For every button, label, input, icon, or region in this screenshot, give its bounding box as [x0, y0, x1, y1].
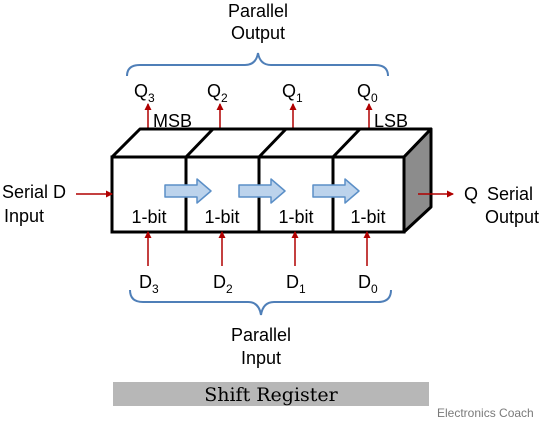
watermark: Electronics Coach — [437, 406, 534, 420]
serial-output-label-line1: Serial — [487, 184, 533, 204]
parallel-output-brace — [126, 52, 389, 77]
top-divider-1 — [184, 127, 215, 159]
shift-arrow-2 — [238, 178, 286, 204]
top-divider-2 — [257, 127, 288, 159]
svg-text:D3: D3 — [139, 272, 159, 296]
svg-text:Q1: Q1 — [282, 81, 303, 105]
svg-text:D1: D1 — [286, 272, 306, 296]
svg-text:Q2: Q2 — [207, 81, 228, 105]
cell-label-2: 1-bit — [204, 207, 239, 227]
output-label-q3: Q3 — [134, 81, 155, 105]
svg-text:D2: D2 — [213, 272, 233, 296]
cell-label-0: 1-bit — [350, 207, 385, 227]
output-label-q2: Q2 — [207, 81, 228, 105]
top-divider-3 — [331, 127, 362, 159]
input-label-d2: D2 — [213, 272, 233, 296]
parallel-input-label-line2: Input — [241, 348, 281, 368]
svg-text:Q3: Q3 — [134, 81, 155, 105]
input-label-d3: D3 — [139, 272, 159, 296]
msb-label: MSB — [153, 111, 192, 131]
parallel-input-label-line1: Parallel — [231, 325, 291, 345]
cell-label-1: 1-bit — [278, 207, 313, 227]
output-label-q1: Q1 — [282, 81, 303, 105]
parallel-output-label-line1: Parallel — [228, 1, 288, 21]
input-label-d0: D0 — [358, 272, 378, 296]
shift-arrow-3 — [312, 178, 360, 204]
parallel-input-brace — [129, 289, 392, 316]
cell-label-3: 1-bit — [131, 207, 166, 227]
lsb-label: LSB — [374, 111, 408, 131]
diagram-title: Shift Register — [204, 384, 338, 406]
svg-text:Q0: Q0 — [357, 81, 378, 105]
serial-output-q-label: Q — [464, 184, 478, 204]
input-label-d1: D1 — [286, 272, 306, 296]
title-bar — [113, 382, 429, 406]
serial-input-label-line2: Input — [4, 206, 44, 226]
parallel-output-label-line2: Output — [231, 23, 285, 43]
serial-input-label-line1: Serial D — [2, 182, 66, 202]
serial-output-label-line2: Output — [485, 207, 539, 227]
shift-arrow-1 — [164, 178, 212, 204]
output-label-q0: Q0 — [357, 81, 378, 105]
svg-text:D0: D0 — [358, 272, 378, 296]
